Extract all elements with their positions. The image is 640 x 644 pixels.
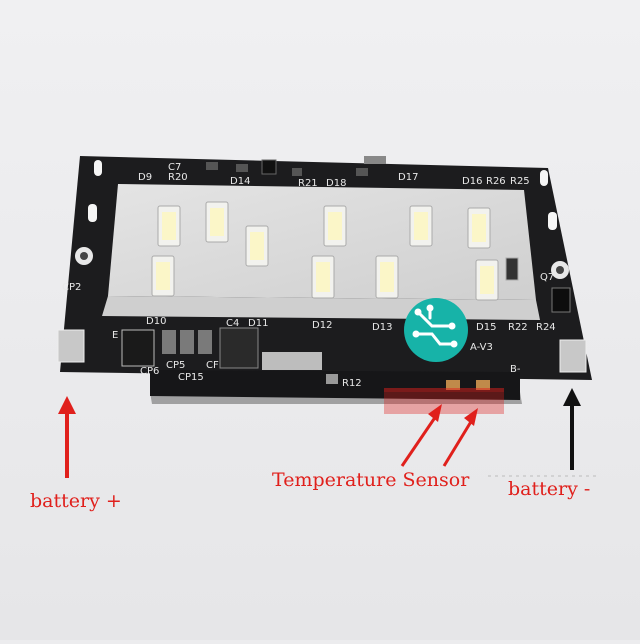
silk-label: CP6: [140, 366, 159, 377]
silk-label: R25: [510, 176, 530, 187]
smd-led: [157, 205, 181, 247]
mounting-slot: [548, 212, 557, 230]
smd-component: [236, 164, 248, 172]
silk-label: D16: [462, 176, 482, 187]
smd-component: [292, 168, 302, 176]
solder-pad: [262, 352, 322, 370]
silk-label: B-: [510, 364, 521, 375]
temperature-sensor-part: [446, 380, 460, 390]
silk-label: D13: [372, 322, 392, 333]
transistor: [551, 287, 571, 313]
usb-port: [364, 156, 386, 164]
silk-label: D12: [312, 320, 332, 331]
resistor: [505, 257, 519, 281]
silk-label: A-V3: [470, 342, 493, 353]
temperature-sensor-part: [476, 380, 490, 390]
silk-label: E: [112, 330, 118, 341]
watermark-logo: [384, 298, 504, 414]
silk-label: D14: [230, 176, 250, 187]
smd-led: [323, 205, 347, 247]
solder-grid: [219, 327, 259, 369]
silk-label: D9: [138, 172, 152, 183]
temperature-sensor-label: Temperature Sensor: [272, 469, 470, 491]
connector: [121, 329, 155, 367]
mounting-slot: [94, 160, 102, 176]
battery-plus-label: battery +: [30, 490, 122, 512]
smd-component: [206, 162, 218, 170]
smd-component: [356, 168, 368, 176]
silk-label: R22: [508, 322, 528, 333]
silk-label: C4: [226, 318, 239, 329]
silk-label: D10: [146, 316, 166, 327]
smd-led: [375, 255, 399, 299]
silk-label: CP15: [178, 372, 204, 383]
silk-label: C7: [168, 162, 181, 173]
capacitor-array: [162, 330, 212, 354]
battery-minus-pad: [559, 339, 587, 373]
smd-led: [245, 225, 269, 267]
smd-led: [409, 205, 433, 247]
silk-label: CP5: [166, 360, 185, 371]
transistor: [261, 159, 277, 175]
led-array: [151, 201, 499, 301]
smd-led: [311, 255, 335, 299]
silk-label: R26: [486, 176, 506, 187]
silk-label: CP2: [62, 282, 81, 293]
silk-label: CF: [206, 360, 219, 371]
arrow-temperature-sensor: [400, 404, 478, 467]
smd-led: [151, 255, 175, 297]
arrow-battery-minus: [563, 388, 581, 470]
mounting-slot: [88, 204, 97, 222]
smd-component: [326, 374, 338, 384]
silk-label: R20: [168, 172, 188, 183]
arrow-battery-plus: [58, 396, 76, 478]
battery-plus-pad: [57, 329, 85, 363]
silk-label: Q7: [540, 272, 554, 283]
smd-led: [467, 207, 491, 249]
silk-label: D17: [398, 172, 418, 183]
silkscreen-labels: C7 R20 D9 D14 R21 D18 D17 D16 R26 R25 CP…: [62, 162, 556, 389]
silk-label: D15: [476, 322, 496, 333]
silk-label: D11: [248, 318, 268, 329]
silk-label: D18: [326, 178, 346, 189]
smd-led: [205, 201, 229, 243]
smd-led: [475, 259, 499, 301]
mounting-slot: [540, 170, 548, 186]
battery-minus-label: battery -: [508, 478, 591, 500]
silk-label: R21: [298, 178, 318, 189]
silk-label: R12: [342, 378, 362, 389]
silk-label: R24: [536, 322, 556, 333]
